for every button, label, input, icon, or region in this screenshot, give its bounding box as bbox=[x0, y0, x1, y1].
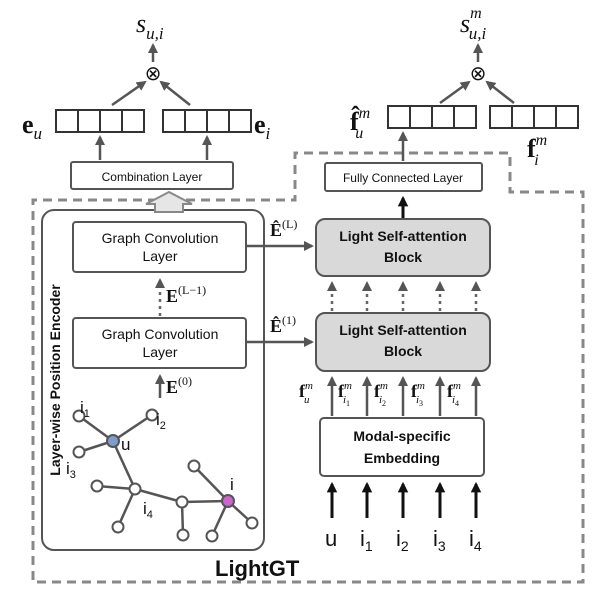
interaction-graph bbox=[72, 408, 259, 543]
graph-label-i: i bbox=[230, 475, 234, 494]
modal-specific-embedding: Modal-specific Embedding bbox=[319, 417, 485, 477]
svg-text:Layer: Layer bbox=[142, 344, 177, 360]
graph-label-i1: i1 bbox=[80, 398, 90, 420]
input-arrows bbox=[326, 481, 482, 518]
lightgt-border bbox=[31, 151, 585, 584]
input-label-0: u bbox=[325, 526, 337, 551]
position-encoder-box bbox=[41, 209, 265, 551]
item-embedding-vector bbox=[162, 109, 252, 133]
label-E-L-minus-1: E(L−1) bbox=[166, 283, 206, 306]
svg-text:Layer: Layer bbox=[142, 248, 177, 264]
fully-connected-layer: Fully Connected Layer bbox=[324, 162, 483, 192]
label-e-i: ei bbox=[254, 110, 271, 143]
light-self-attention-block-bottom: Light Self-attention Block bbox=[315, 312, 491, 372]
label-E-0: E(0) bbox=[166, 374, 192, 397]
feature-arrows bbox=[327, 376, 481, 416]
svg-text:Light Self-attention: Light Self-attention bbox=[339, 322, 467, 338]
product-symbol-right: ⊗ bbox=[470, 63, 487, 85]
fhat-to-product-arrow bbox=[439, 80, 471, 105]
graph-label-u: u bbox=[121, 435, 130, 454]
svg-text:Combination Layer: Combination Layer bbox=[102, 170, 203, 184]
input-label-1: i1 bbox=[360, 526, 373, 554]
label-Ehat-1: Ê(1) bbox=[270, 313, 296, 336]
combination-layer: Combination Layer bbox=[70, 161, 234, 190]
svg-text:Light Self-attention: Light Self-attention bbox=[339, 228, 467, 244]
user-node bbox=[106, 434, 120, 448]
input-label-4: i4 bbox=[469, 526, 482, 554]
encoder-to-combination-arrow bbox=[145, 190, 193, 213]
light-self-attention-block-top: Light Self-attention Block bbox=[315, 218, 491, 277]
svg-text:Graph Convolution: Graph Convolution bbox=[102, 230, 219, 246]
lightgt-label: LightGT bbox=[215, 556, 300, 581]
svg-text:Modal-specific: Modal-specific bbox=[353, 428, 450, 444]
user-embedding-vector bbox=[55, 109, 145, 133]
position-encoder-label: Layer-wise Position Encoder bbox=[47, 284, 63, 476]
gcn-layer-top: Graph Convolution Layer bbox=[72, 221, 247, 273]
label-s-ui: su,i bbox=[136, 9, 164, 43]
input-label-3: i3 bbox=[433, 526, 446, 554]
input-label-2: i2 bbox=[396, 526, 409, 554]
graph-label-i3: i3 bbox=[66, 459, 76, 481]
item-modal-vector bbox=[489, 105, 579, 129]
gcn-layer-bottom: Graph Convolution Layer bbox=[72, 317, 247, 369]
product-symbol-left: ⊗ bbox=[145, 63, 162, 85]
svg-text:Block: Block bbox=[384, 249, 422, 265]
graph-label-i4: i4 bbox=[143, 499, 153, 521]
label-Ehat-L: Ê(L) bbox=[270, 217, 297, 240]
user-modal-vector bbox=[387, 105, 477, 129]
item-node bbox=[221, 494, 235, 508]
sa-stack-dotted-arrows bbox=[327, 281, 481, 311]
svg-text:Embedding: Embedding bbox=[364, 450, 440, 466]
input-labels: u i1 i2 i3 i4 bbox=[325, 526, 482, 554]
svg-text:Fully Connected Layer: Fully Connected Layer bbox=[343, 171, 463, 185]
eu-to-product-arrow bbox=[111, 80, 147, 107]
svg-text:Block: Block bbox=[384, 343, 422, 359]
svg-text:Graph Convolution: Graph Convolution bbox=[102, 326, 219, 342]
label-e-u: eu bbox=[22, 110, 42, 143]
ei-to-product-arrow bbox=[159, 80, 191, 106]
graph-label-i2: i2 bbox=[156, 410, 166, 432]
fi-to-product-arrow bbox=[485, 80, 515, 104]
